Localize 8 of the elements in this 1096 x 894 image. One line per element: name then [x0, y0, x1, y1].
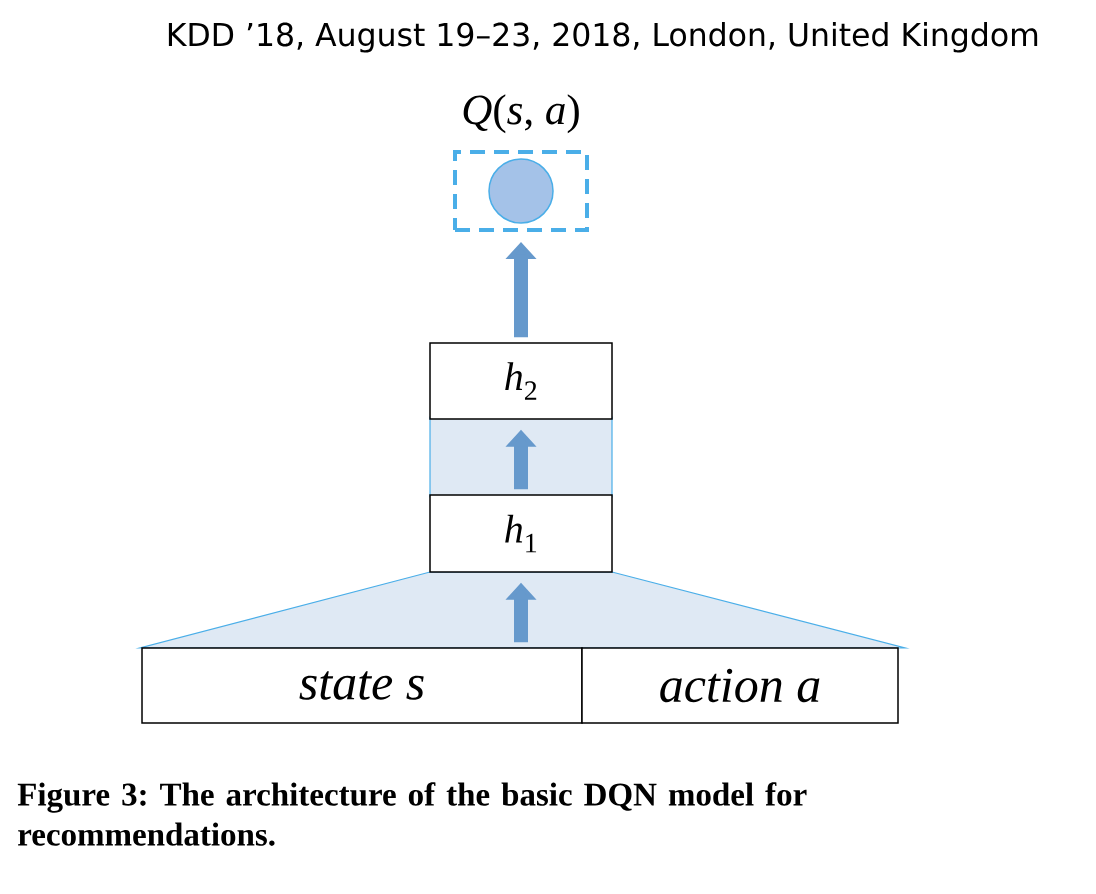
circle-node — [488, 158, 554, 224]
layer-box: h$_{1}$ — [429, 494, 613, 573]
input-box: action a — [581, 647, 899, 724]
formula-label: Q(s, a) — [463, 94, 579, 134]
layer-box: h$_{2}$ — [429, 342, 613, 420]
input-box: state s — [141, 647, 583, 724]
running-header: KDD ’18, August 19–23, 2018, London, United Kingdom — [168, 22, 1038, 53]
figure-caption: Figure 3: The architecture of the basic DQN model for recommendations. — [17, 782, 807, 846]
